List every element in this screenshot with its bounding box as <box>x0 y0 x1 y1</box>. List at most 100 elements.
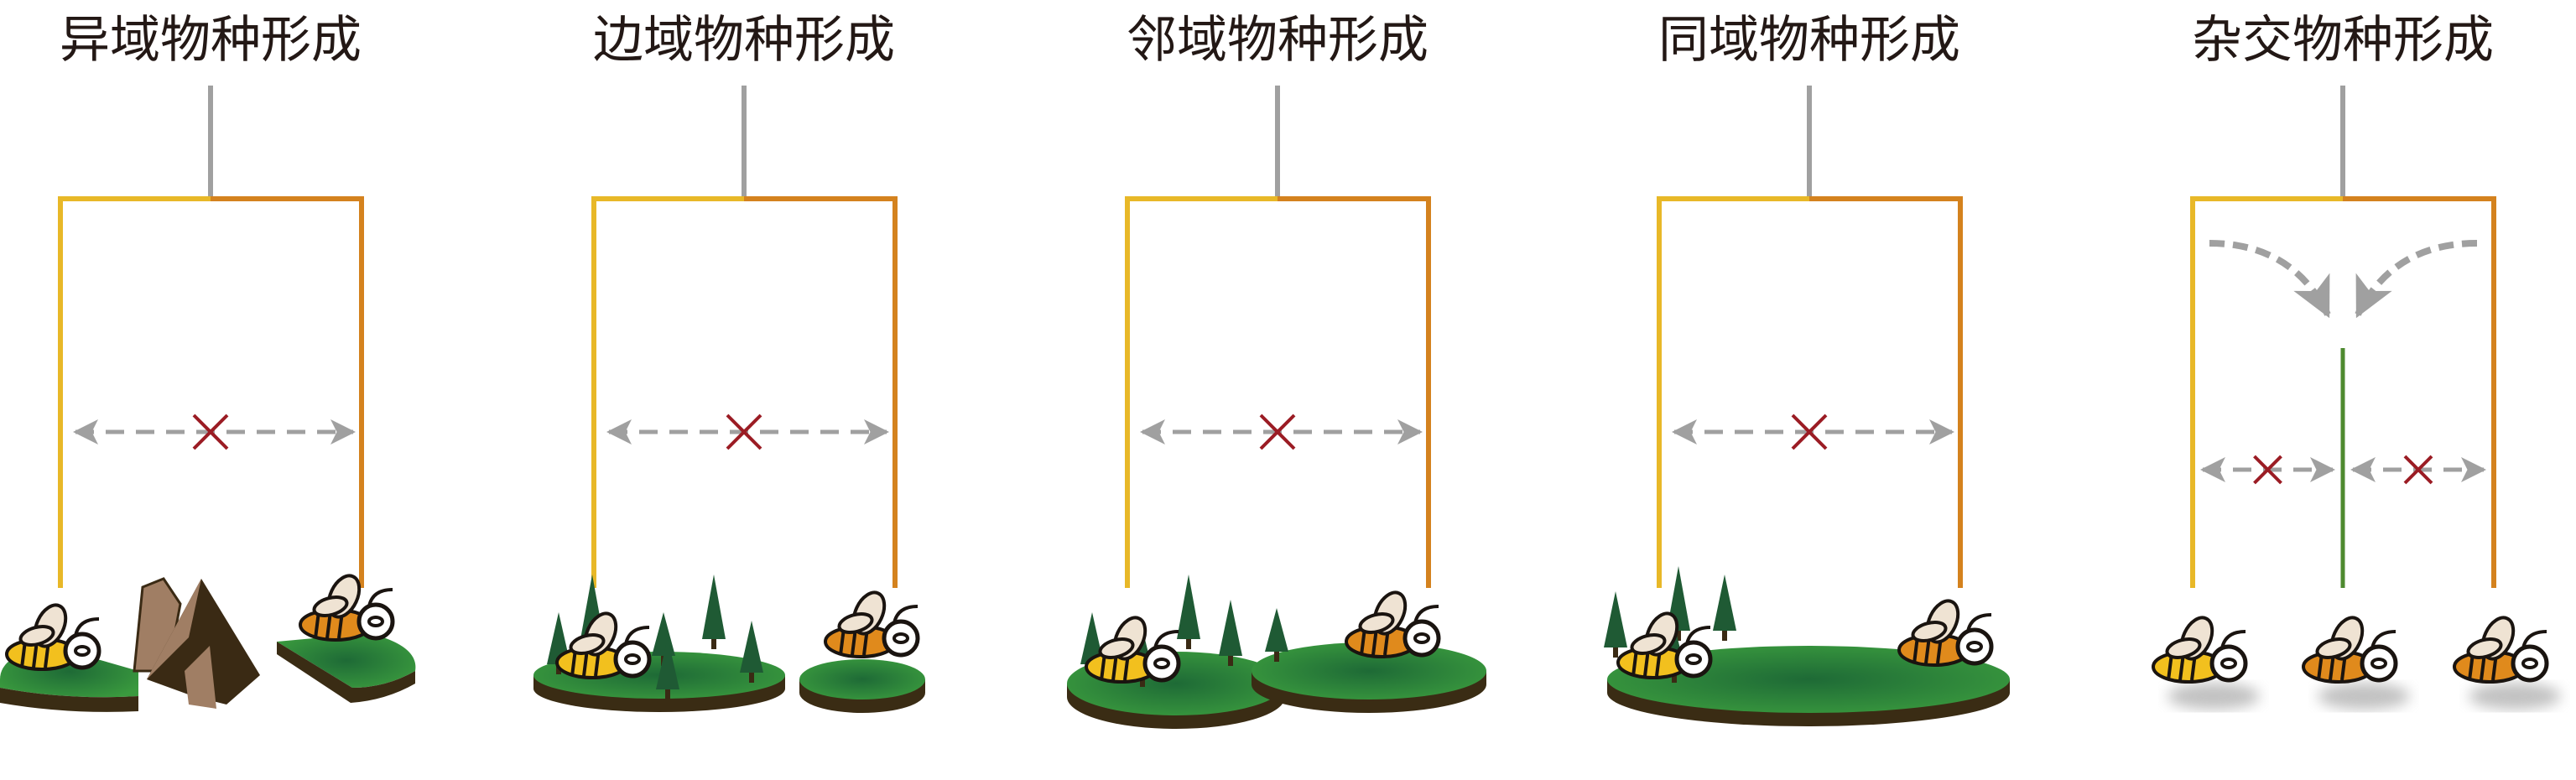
bee-antenna <box>2220 630 2246 649</box>
bee-antenna <box>1966 613 1992 632</box>
island-grass <box>799 659 925 699</box>
cross-icon <box>726 413 762 450</box>
rock <box>147 579 260 705</box>
bee-shadow <box>2469 683 2561 710</box>
branch-left <box>1657 196 1809 588</box>
cross-stroke <box>726 413 762 450</box>
bee-wing <box>1098 637 1135 659</box>
bee-head <box>2511 644 2549 683</box>
panel-peripatric: 边域物种形成 <box>533 11 925 713</box>
bee-head <box>356 602 395 641</box>
tree-icon <box>656 637 679 699</box>
bee-wing <box>837 612 874 634</box>
tree-crown <box>547 612 570 664</box>
island-grass <box>1252 642 1486 699</box>
bee-antenna <box>2370 630 2396 649</box>
bee-head <box>1142 644 1181 683</box>
tree-trunk <box>711 637 716 649</box>
cross-stroke <box>1259 413 1296 450</box>
mountain-barrier <box>133 577 260 709</box>
tree-crown <box>702 575 726 639</box>
cross-icon <box>1259 413 1296 450</box>
tree-trunk <box>665 688 670 699</box>
bee-antenna <box>2521 630 2547 649</box>
branch-left <box>1125 196 1278 588</box>
branch-right <box>1809 196 1963 588</box>
island-right-soil <box>277 642 415 703</box>
branch-right <box>2343 196 2496 588</box>
bee-wing <box>1630 633 1667 655</box>
tree-crown <box>1080 612 1104 664</box>
branch-left <box>2190 196 2343 588</box>
cross-stroke <box>192 413 229 450</box>
bee-antenna <box>1413 605 1439 624</box>
bee-antenna <box>367 588 393 607</box>
bee-eye <box>2220 658 2237 669</box>
tree-trunk <box>749 671 754 683</box>
cross-icon <box>2253 455 2282 485</box>
bee-eye <box>2521 658 2538 669</box>
branch-left <box>591 196 744 588</box>
cross-stroke <box>2253 455 2282 485</box>
bee-eye <box>1413 632 1430 644</box>
panel-hybrid: 杂交物种形成 <box>2152 11 2561 710</box>
tree-trunk <box>1228 654 1233 666</box>
cross-icon <box>1791 413 1828 450</box>
bee-wing <box>2466 637 2503 659</box>
bee-wing <box>18 625 55 647</box>
bee-icon <box>1085 616 1181 684</box>
panel-title: 杂交物种形成 <box>2192 11 2494 70</box>
bee-antenna <box>892 605 919 624</box>
bee-shadow <box>2167 683 2260 710</box>
rock <box>185 646 216 709</box>
bee-antenna <box>1153 630 1179 649</box>
tree-trunk <box>1274 650 1279 662</box>
bee-wing <box>569 633 606 655</box>
branch-right <box>744 196 898 588</box>
branch-left <box>58 196 211 588</box>
bee-icon <box>1897 599 1994 667</box>
tree-icon <box>740 621 763 683</box>
bee-head <box>1955 627 1994 666</box>
bee-eye <box>2370 658 2387 669</box>
bee-icon <box>555 611 652 679</box>
bee-wing <box>1358 612 1395 634</box>
tree-trunk <box>1672 671 1677 683</box>
bee-head <box>613 640 652 679</box>
panel-title: 边域物种形成 <box>593 11 895 70</box>
bee-icon <box>299 574 395 642</box>
branch-right <box>1278 196 1431 588</box>
bee-head <box>2360 644 2398 683</box>
bee-icon <box>5 603 101 671</box>
bee-wing <box>2165 637 2202 659</box>
bee-wing <box>2315 637 2352 659</box>
bee-antenna <box>74 617 100 637</box>
cross-icon <box>192 413 229 450</box>
tree-crown <box>656 637 679 689</box>
tree-icon <box>1713 575 1736 641</box>
bee-eye <box>624 653 641 665</box>
bee-head <box>1674 640 1713 679</box>
branch-right <box>211 196 364 588</box>
tree-crown <box>1265 608 1288 652</box>
tree-crown <box>1177 575 1200 639</box>
tree-crown <box>652 612 675 656</box>
tree-trunk <box>1140 675 1145 687</box>
bee-head <box>2209 644 2248 683</box>
bee-antenna <box>624 626 650 645</box>
island-left-soil <box>0 688 138 712</box>
bee-icon <box>2152 616 2260 710</box>
island-right <box>277 633 416 688</box>
cross-stroke <box>2403 455 2433 485</box>
bee-head <box>1402 619 1441 658</box>
bee-icon <box>824 590 920 658</box>
island-peripheral <box>799 659 925 713</box>
bee-icon <box>2453 616 2561 710</box>
tree-crown <box>1713 575 1736 631</box>
tree-icon <box>1604 591 1627 658</box>
bee-shadow <box>2318 683 2410 710</box>
tree-icon <box>1177 575 1200 649</box>
rock <box>147 579 201 679</box>
tree-icon <box>702 575 726 649</box>
